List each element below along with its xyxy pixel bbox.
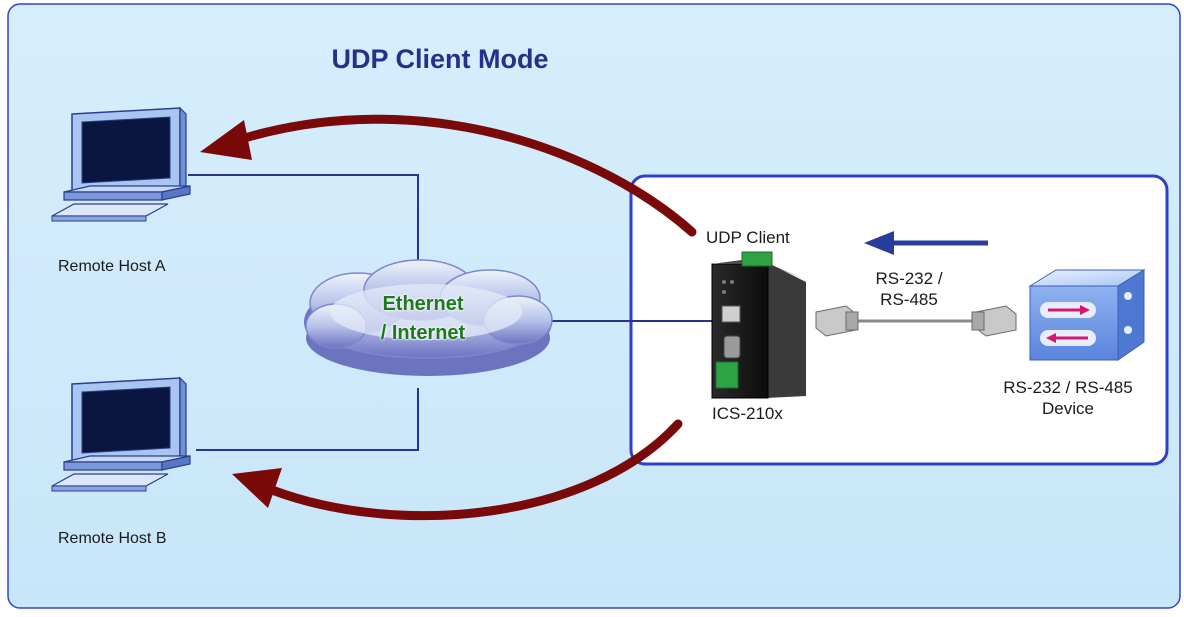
link-label-line1: RS-232 / [875,269,943,288]
host-a-computer-icon [51,106,191,222]
serial-device-label-line1: RS-232 / RS-485 [1003,378,1133,397]
serial-server-icon [711,251,806,399]
udp-client-label: UDP Client [706,228,790,247]
host-b-computer-icon [51,376,191,492]
data-flow-arrow [864,231,988,255]
device-model-label: ICS-210x [712,404,783,423]
network-label-line2: / Internet [380,322,466,344]
host-b-label: Remote Host B [58,530,167,547]
db9-connector-icon [815,305,859,337]
udp-arrow-to-host-a [200,114,697,237]
host-a-label: Remote Host A [58,258,166,275]
network-lines [188,174,712,451]
udp-arrow-to-host-b [232,419,683,521]
link-label-line2: RS-485 [880,290,938,309]
network-label: Ethernet / Internet [348,290,498,348]
serial-device-label-line2: Device [1042,399,1094,418]
diagram-title: UDP Client Mode [331,44,549,74]
serial-device-icon [1028,269,1146,361]
link-label: RS-232 / RS-485 [864,268,954,310]
network-label-line1: Ethernet [382,293,464,315]
cloud-icon [304,259,553,376]
db9-connector-icon [971,305,1017,337]
serial-device-label: RS-232 / RS-485 Device [988,377,1148,419]
